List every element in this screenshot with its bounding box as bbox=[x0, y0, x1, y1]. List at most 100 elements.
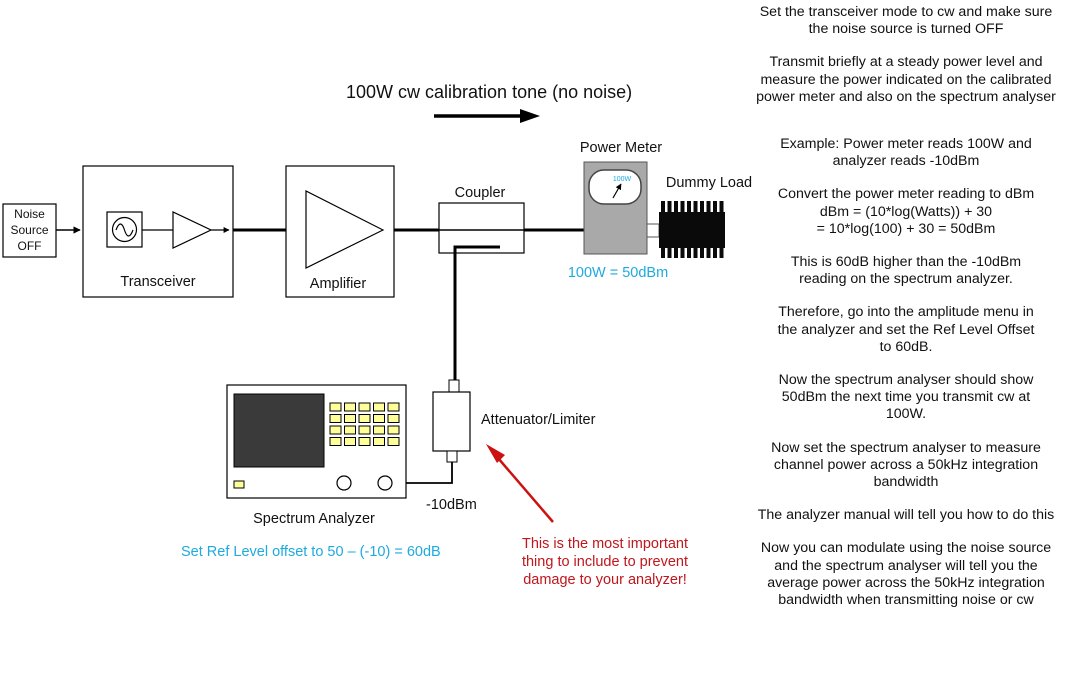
dummy-load-fin bbox=[706, 201, 711, 258]
amplifier-triangle-icon bbox=[305, 190, 385, 269]
transceiver-amp-icon bbox=[172, 211, 213, 249]
power-meter-face bbox=[588, 169, 642, 205]
power-meter-label: Power Meter bbox=[580, 140, 662, 156]
analyzer-level-label: -10dBm bbox=[426, 497, 477, 513]
noise-source-line-1: Noise bbox=[14, 207, 45, 221]
instruction-9: The analyzer manual will tell you how to… bbox=[732, 507, 1080, 524]
instructions-panel: Set the transceiver mode to cw and make … bbox=[732, 4, 1080, 625]
instruction-6: Therefore, go into the amplitude menu in… bbox=[732, 304, 1080, 356]
instruction-10-line-3: average power across the 50kHz integrati… bbox=[767, 574, 1045, 591]
instruction-7: Now the spectrum analyser should show 50… bbox=[732, 372, 1080, 424]
dummy-load-fin bbox=[687, 201, 691, 258]
warning-line-3: damage to your analyzer! bbox=[523, 572, 687, 588]
analyzer-key bbox=[329, 414, 342, 423]
analyzer-key bbox=[387, 425, 400, 435]
power-meter-face-text: 100W bbox=[613, 176, 632, 183]
analyzer-key bbox=[329, 437, 342, 446]
instruction-10-line-2: and the spectrum analyser will tell you … bbox=[774, 557, 1038, 574]
analyzer-key bbox=[358, 414, 371, 423]
instruction-2-line-3: power meter and also on the spectrum ana… bbox=[756, 88, 1056, 105]
instruction-8-line-1: Now set the spectrum analyser to measure bbox=[771, 439, 1041, 456]
analyzer-input-cable bbox=[385, 462, 453, 484]
noise-source-box bbox=[2, 203, 57, 258]
analyzer-key bbox=[344, 402, 356, 412]
instruction-6-line-3: to 60dB. bbox=[879, 338, 933, 355]
analyzer-key bbox=[329, 425, 342, 435]
analyzer-key bbox=[329, 402, 342, 412]
instruction-10-line-4: bandwidth when transmitting noise or cw bbox=[778, 592, 1034, 609]
coupler-sample-path bbox=[453, 245, 500, 386]
instruction-4-line-3: = 10*log(100) + 30 = 50dBm bbox=[816, 220, 996, 237]
warning-arrow-icon bbox=[486, 444, 505, 463]
coupler-label: Coupler bbox=[455, 185, 506, 201]
dummy-load-fin bbox=[680, 201, 685, 258]
instruction-4-line-2: dBm = (10*log(Watts)) + 30 bbox=[819, 203, 993, 220]
attenuator-label: Attenuator/Limiter bbox=[481, 412, 596, 428]
instruction-9-line-1: The analyzer manual will tell you how to… bbox=[757, 507, 1055, 524]
attenuator-top-connector bbox=[448, 379, 460, 393]
analyzer-key bbox=[387, 437, 400, 446]
warning-arrow-line bbox=[497, 457, 554, 523]
analyzer-key bbox=[358, 437, 371, 446]
analyzer-key bbox=[387, 402, 400, 412]
warning-line-2: thing to include to prevent bbox=[522, 554, 688, 570]
analyzer-small-button bbox=[233, 480, 245, 489]
analyzer-key bbox=[344, 437, 356, 446]
instruction-7-line-2: 50dBm the next time you transmit cw at bbox=[781, 389, 1031, 406]
instruction-2: Transmit briefly at a steady power level… bbox=[732, 54, 1080, 106]
instruction-3-line-2: analyzer reads -10dBm bbox=[832, 153, 980, 170]
direction-arrow-icon bbox=[434, 109, 540, 123]
instruction-5: This is 60dB higher than the -10dBm read… bbox=[732, 254, 1080, 288]
noise-source-line-3: OFF bbox=[18, 239, 42, 253]
diagram-title: 100W cw calibration tone (no noise) bbox=[346, 82, 632, 102]
instruction-7-line-1: Now the spectrum analyser should show bbox=[778, 372, 1034, 389]
instruction-1-line-2: the noise source is turned OFF bbox=[808, 21, 1004, 38]
analyzer-key bbox=[358, 402, 371, 412]
dummy-load-label: Dummy Load bbox=[666, 175, 752, 191]
analyzer-screen bbox=[233, 393, 325, 468]
analyzer-input-port bbox=[377, 475, 393, 491]
transceiver-label: Transceiver bbox=[120, 274, 195, 290]
instruction-3: Example: Power meter reads 100W and anal… bbox=[732, 136, 1080, 170]
analyzer-key bbox=[344, 425, 356, 435]
analyzer-key bbox=[344, 414, 356, 423]
attenuator-bottom-connector bbox=[446, 450, 458, 463]
power-reading-label: 100W = 50dBm bbox=[568, 265, 668, 281]
dummy-load-fin bbox=[674, 201, 678, 258]
analyzer-key bbox=[387, 414, 400, 423]
analyzer-keypad bbox=[329, 402, 400, 446]
dummy-load-fin bbox=[719, 201, 724, 258]
dummy-load-icon bbox=[659, 201, 725, 258]
analyzer-key bbox=[373, 437, 385, 446]
instruction-8: Now set the spectrum analyser to measure… bbox=[732, 440, 1080, 492]
instruction-1: Set the transceiver mode to cw and make … bbox=[732, 4, 1080, 38]
instruction-10-line-1: Now you can modulate using the noise sou… bbox=[760, 540, 1052, 557]
power-meter-needle bbox=[612, 183, 622, 199]
instruction-2-line-2: measure the power indicated on the calib… bbox=[760, 71, 1052, 88]
instruction-5-line-1: This is 60dB higher than the -10dBm bbox=[790, 254, 1022, 271]
amplifier-label: Amplifier bbox=[310, 276, 367, 292]
instruction-8-line-2: channel power across a 50kHz integration bbox=[773, 456, 1039, 473]
instruction-5-line-2: reading on the spectrum analyzer. bbox=[799, 271, 1013, 288]
noise-source-line-2: Source bbox=[10, 223, 48, 237]
instruction-6-line-2: the analyzer and set the Ref Level Offse… bbox=[777, 321, 1035, 338]
instruction-7-line-3: 100W. bbox=[885, 406, 927, 423]
instruction-4-line-1: Convert the power meter reading to dBm bbox=[777, 186, 1035, 203]
instruction-3-line-1: Example: Power meter reads 100W and bbox=[780, 136, 1032, 153]
instruction-1-line-1: Set the transceiver mode to cw and make … bbox=[759, 4, 1053, 20]
instruction-2-line-1: Transmit briefly at a steady power level… bbox=[769, 54, 1043, 71]
dummy-load-fin bbox=[700, 201, 704, 258]
dummy-load-fin bbox=[667, 201, 672, 258]
dummy-load-fin bbox=[661, 201, 665, 258]
analyzer-key bbox=[373, 402, 385, 412]
analyzer-key bbox=[373, 425, 385, 435]
instruction-8-line-3: bandwidth bbox=[873, 474, 939, 491]
attenuator-box bbox=[432, 391, 471, 452]
analyzer-key bbox=[358, 425, 371, 435]
coupler-box bbox=[438, 202, 525, 254]
load-connector bbox=[646, 223, 660, 238]
sine-wave-icon bbox=[115, 223, 134, 237]
instruction-4: Convert the power meter reading to dBm d… bbox=[732, 186, 1080, 238]
